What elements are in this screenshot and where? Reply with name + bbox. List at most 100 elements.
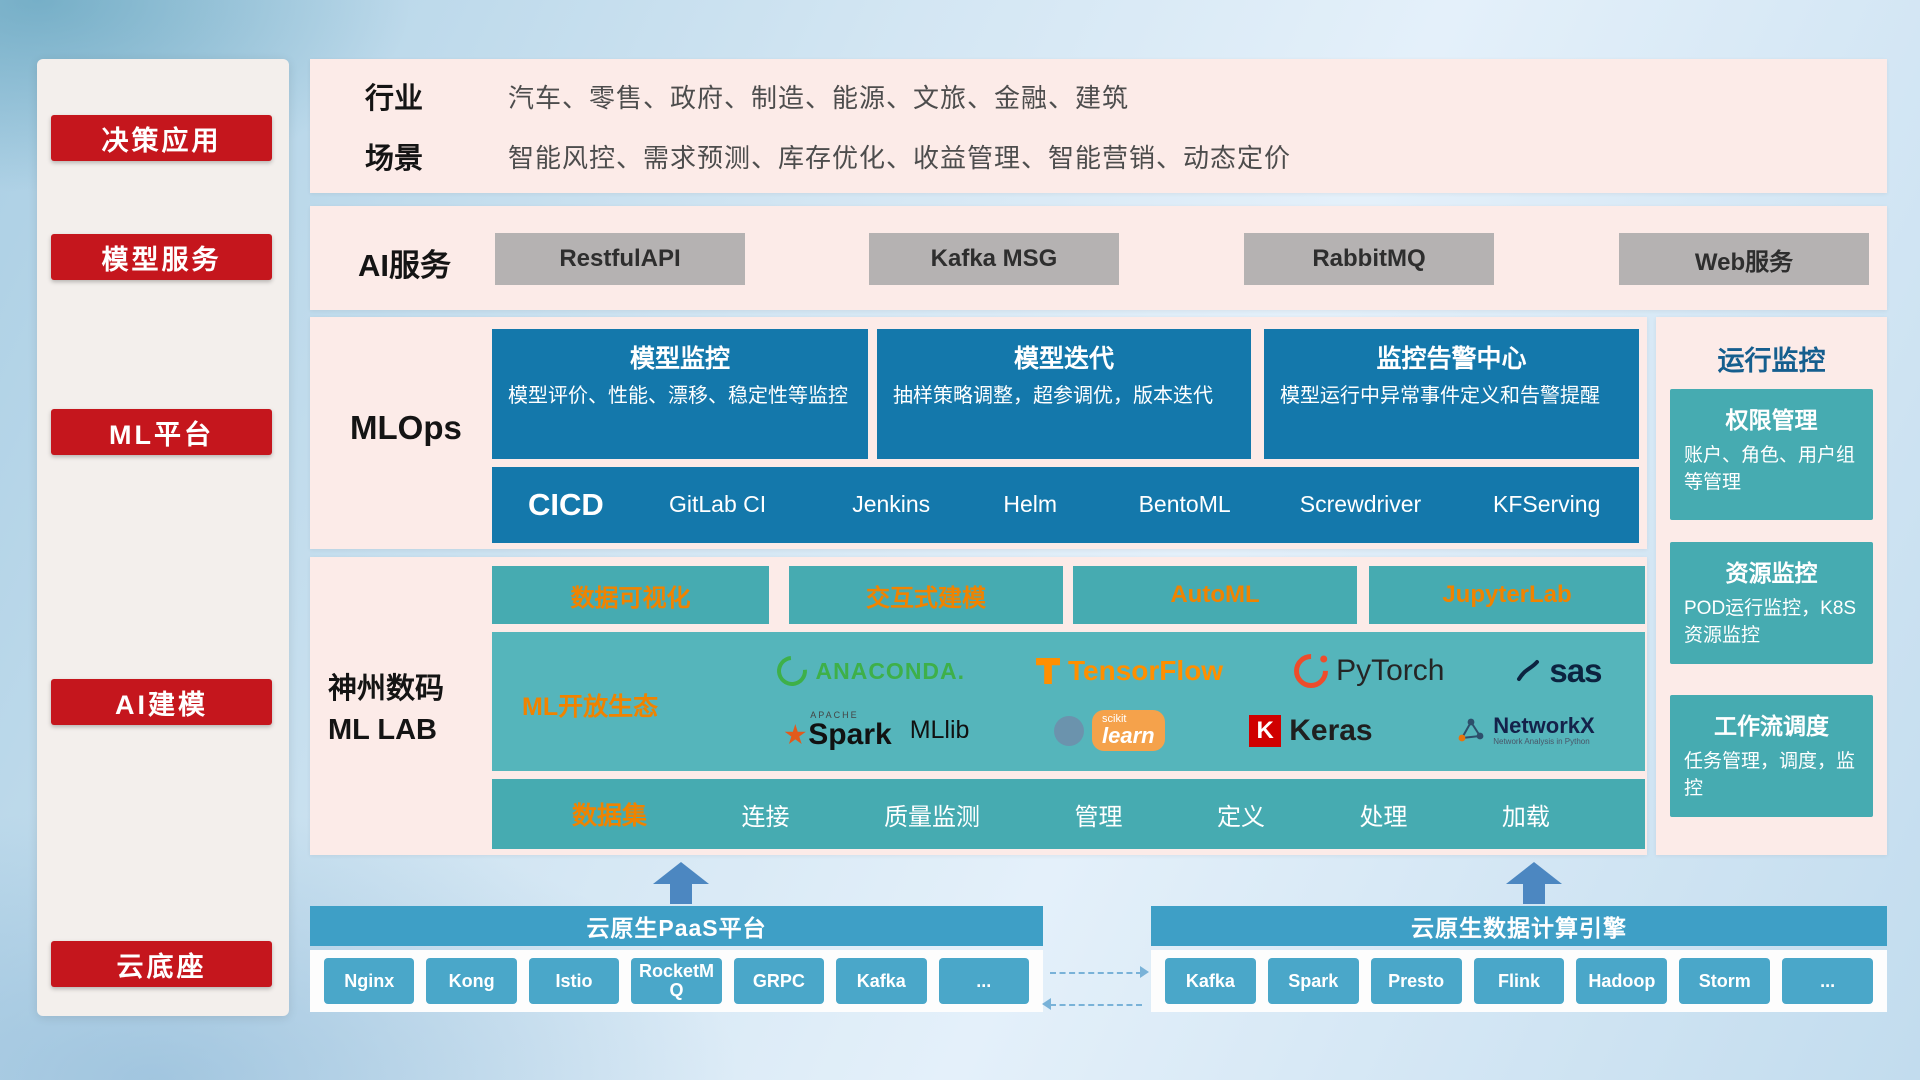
dataset-item-connect: 连接 [741, 803, 790, 831]
kafka-msg-button[interactable]: Kafka MSG [869, 233, 1119, 285]
data-visualization-button[interactable]: 数据可视化 [492, 566, 769, 624]
networkx-logo: NetworkX Network Analysis in Python [1457, 713, 1595, 747]
paas-chip-row: Nginx Kong Istio RocketMQ GRPC Kafka ... [310, 950, 1043, 1012]
logo-row-2: APACHE Spark MLlib scikit learn [742, 710, 1637, 751]
mllab-label: 神州数码 ML LAB [328, 669, 444, 750]
anaconda-logo: ANACONDA. [771, 649, 966, 693]
ai-service-label: AI服务 [358, 248, 451, 283]
tensorflow-logo: TensorFlow [1036, 655, 1223, 687]
dataset-label: 数据集 [572, 802, 648, 830]
model-monitoring-desc: 模型评价、性能、漂移、稳定性等监控 [508, 385, 848, 407]
chip-storm[interactable]: Storm [1679, 958, 1771, 1004]
cicd-label: CICD [528, 487, 604, 522]
cicd-item-screwdriver: Screwdriver [1299, 491, 1422, 518]
model-monitoring-card: 模型监控 模型评价、性能、漂移、稳定性等监控 [492, 329, 868, 459]
pytorch-logo: PyTorch [1287, 646, 1444, 696]
mllab-label-line2: ML LAB [328, 713, 438, 746]
scikit-learn-icon [1054, 715, 1085, 746]
rabbitmq-button[interactable]: RabbitMQ [1244, 233, 1494, 285]
chip-nginx[interactable]: Nginx [324, 958, 415, 1004]
permission-mgmt-desc: 账户、角色、用户组等管理 [1684, 445, 1856, 493]
scikit-learn-badge: scikit learn [1092, 710, 1165, 751]
jupyterlab-button[interactable]: JupyterLab [1369, 566, 1645, 624]
chip-kafka-left[interactable]: Kafka [836, 958, 927, 1004]
sidebar-item-ml-platform[interactable]: ML平台 [51, 409, 272, 455]
web-service-button[interactable]: Web服务 [1619, 233, 1869, 285]
sidebar-item-ai-modeling[interactable]: AI建模 [51, 679, 272, 725]
runtime-monitor-title: 运行监控 [1717, 346, 1826, 376]
spark-star-icon [784, 724, 806, 745]
dataset-item-load: 加载 [1501, 803, 1550, 831]
mlops-panel: MLOps 模型监控 模型评价、性能、漂移、稳定性等监控 模型迭代 抽样策略调整… [310, 317, 1647, 549]
sidebar-item-decision-apps[interactable]: 决策应用 [51, 115, 272, 161]
alert-center-card: 监控告警中心 模型运行中异常事件定义和告警提醒 [1264, 329, 1639, 459]
dashed-connector-left [1050, 1004, 1142, 1006]
anaconda-label: ANACONDA. [815, 657, 966, 684]
permission-mgmt-card: 权限管理 账户、角色、用户组等管理 [1670, 389, 1873, 520]
model-monitoring-title: 模型监控 [629, 345, 730, 373]
sidebar-item-cloud-base[interactable]: 云底座 [51, 941, 272, 987]
chip-kong[interactable]: Kong [426, 958, 517, 1004]
sas-icon [1517, 660, 1540, 681]
chip-flink[interactable]: Flink [1473, 958, 1565, 1004]
restful-api-button[interactable]: RestfulAPI [495, 233, 745, 285]
alert-center-title: 监控告警中心 [1376, 345, 1527, 373]
mllab-label-line1: 神州数码 [328, 673, 445, 705]
keras-icon: K [1249, 714, 1282, 747]
model-iteration-card: 模型迭代 抽样策略调整，超参调优，版本迭代 [877, 329, 1251, 459]
mlops-label: MLOps [350, 409, 462, 446]
chip-presto[interactable]: Presto [1370, 958, 1462, 1004]
dashed-connector-right [1050, 972, 1142, 974]
spark-mllib-logo: APACHE Spark MLlib [784, 711, 969, 750]
mllib-label: MLlib [909, 716, 970, 744]
ai-service-panel: AI服务 RestfulAPI Kafka MSG RabbitMQ Web服务 [310, 206, 1887, 310]
chip-grpc[interactable]: GRPC [733, 958, 825, 1004]
keras-logo: K Keras [1249, 713, 1373, 748]
chip-spark[interactable]: Spark [1267, 958, 1359, 1004]
chip-hadoop[interactable]: Hadoop [1576, 958, 1668, 1004]
left-sidebar [37, 59, 289, 1016]
spark-label: Spark [808, 718, 892, 751]
sas-label: sas [1549, 652, 1602, 689]
engine-chip-row: Kafka Spark Presto Flink Hadoop Storm ..… [1151, 950, 1887, 1012]
cicd-bar: CICD GitLab CI Jenkins Helm BentoML Scre… [492, 467, 1639, 543]
apache-label: APACHE [810, 710, 859, 720]
chip-rocketmq[interactable]: RocketMQ [631, 958, 722, 1004]
ecosystem-logos: ANACONDA. TensorFlow PyTorch sa [742, 632, 1637, 771]
dashed-arrowhead-right [1140, 966, 1149, 978]
workflow-scheduler-desc: 任务管理，调度，监控 [1684, 751, 1856, 799]
dataset-item-manage: 管理 [1074, 803, 1123, 831]
learn-label: learn [1102, 723, 1155, 748]
cicd-item-helm: Helm [1003, 491, 1058, 518]
resource-monitor-title: 资源监控 [1725, 560, 1818, 586]
sidebar-item-model-service[interactable]: 模型服务 [51, 234, 272, 280]
alert-center-desc: 模型运行中异常事件定义和告警提醒 [1280, 385, 1600, 407]
scikit-label: scikit [1102, 713, 1127, 725]
dataset-item-quality: 质量监测 [883, 803, 980, 831]
workflow-scheduler-title: 工作流调度 [1714, 713, 1829, 739]
scenario-text: 智能风控、需求预测、库存优化、收益管理、智能营销、动态定价 [508, 143, 1292, 173]
sas-logo: sas [1515, 652, 1602, 690]
resource-monitor-card: 资源监控 POD运行监控，K8S资源监控 [1670, 542, 1873, 664]
tensorflow-icon [1036, 658, 1061, 684]
ml-open-ecosystem-panel: ML开放生态 ANACONDA. TensorFlow PyTorch [492, 632, 1645, 771]
cicd-item-jenkins: Jenkins [852, 491, 931, 518]
dashed-arrowhead-left [1042, 998, 1051, 1010]
networkx-label: NetworkX [1493, 713, 1595, 738]
chip-istio[interactable]: Istio [528, 958, 620, 1004]
keras-label: Keras [1289, 713, 1373, 747]
automl-button[interactable]: AutoML [1073, 566, 1357, 624]
resource-monitor-desc: POD运行监控，K8S资源监控 [1684, 598, 1857, 646]
scikit-learn-logo: scikit learn [1054, 710, 1165, 751]
industry-scenario-panel: 行业 汽车、零售、政府、制造、能源、文旅、金融、建筑 场景 智能风控、需求预测、… [310, 59, 1887, 193]
cicd-item-gitlab-ci: GitLab CI [668, 491, 767, 518]
chip-more-right[interactable]: ... [1782, 958, 1874, 1004]
chip-more-left[interactable]: ... [938, 958, 1029, 1004]
interactive-modeling-button[interactable]: 交互式建模 [789, 566, 1063, 624]
dataset-item-define: 定义 [1216, 803, 1265, 831]
cicd-item-bentoml: BentoML [1138, 491, 1231, 518]
chip-kafka-right[interactable]: Kafka [1165, 958, 1256, 1004]
scenario-label: 场景 [365, 143, 424, 175]
anaconda-icon [771, 649, 814, 693]
